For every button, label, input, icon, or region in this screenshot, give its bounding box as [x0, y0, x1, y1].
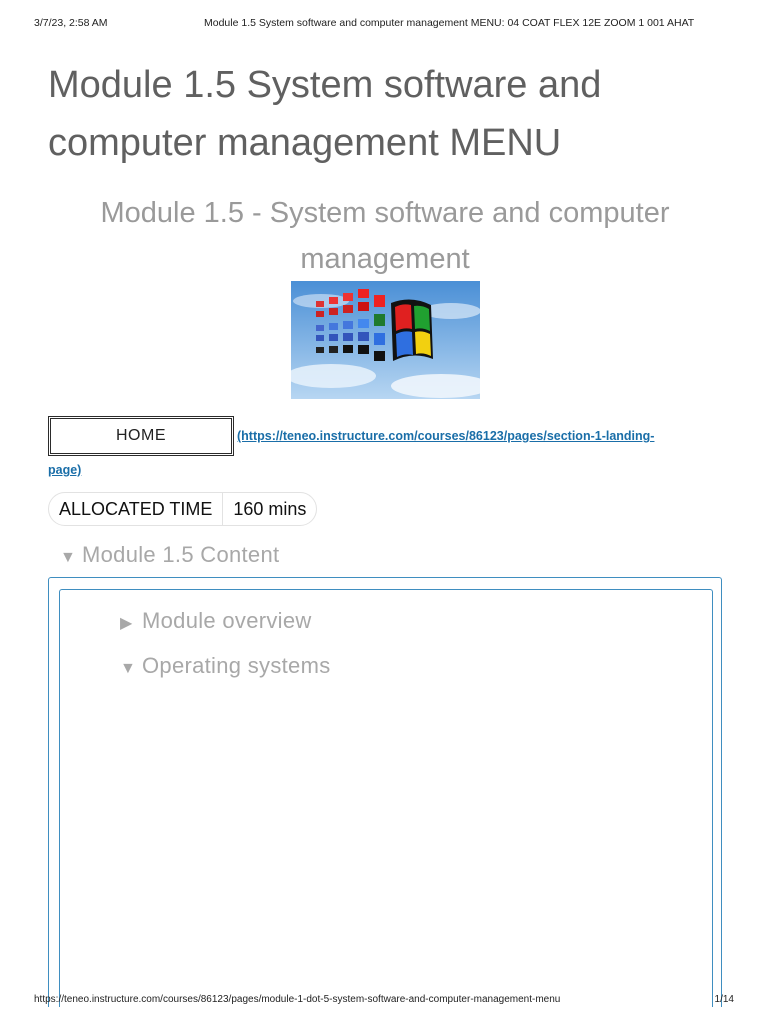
print-date: 3/7/23, 2:58 AM [34, 17, 108, 29]
page-title: Module 1.5 System software and computer … [48, 56, 728, 172]
module-subtitle: Module 1.5 - System software and compute… [60, 190, 710, 282]
home-url-link[interactable]: (https://teneo.instructure.com/courses/8… [237, 429, 655, 443]
module-content-label: Module 1.5 Content [82, 542, 280, 567]
triangle-down-icon: ▼ [60, 549, 77, 566]
operating-systems-label: Operating systems [142, 653, 331, 678]
module-overview-toggle[interactable]: ▶ Module overview [120, 608, 312, 634]
module-content-panel [48, 577, 722, 1007]
module-subtitle-line1: Module 1.5 - System software and compute… [100, 197, 670, 229]
home-url-link-continued[interactable]: page) [48, 463, 82, 477]
allocated-time-badge: ALLOCATED TIME 160 mins [48, 492, 318, 526]
module-overview-label: Module overview [142, 608, 312, 633]
triangle-right-icon: ▶ [120, 615, 133, 632]
allocated-time-value: 160 mins [233, 498, 307, 519]
triangle-down-icon: ▼ [120, 660, 137, 677]
allocated-time-label: ALLOCATED TIME [59, 493, 224, 525]
print-url: https://teneo.instructure.com/courses/86… [34, 994, 561, 1005]
print-page-number: 1/14 [714, 994, 734, 1005]
print-footer: https://teneo.instructure.com/courses/86… [34, 994, 734, 1008]
print-page-title: Module 1.5 System software and computer … [204, 17, 695, 29]
page-title-line1: Module 1.5 System software and [48, 64, 602, 106]
print-header: 3/7/23, 2:58 AM Module 1.5 System softwa… [34, 17, 734, 31]
operating-systems-toggle[interactable]: ▼ Operating systems [120, 653, 331, 679]
page-title-line2: computer management MENU [48, 122, 562, 164]
windows-logo-image [291, 281, 480, 399]
module-content-inner-panel [59, 589, 713, 1007]
module-subtitle-line2: management [300, 243, 470, 275]
module-content-toggle[interactable]: ▼ Module 1.5 Content [60, 542, 279, 568]
home-button[interactable]: HOME [48, 416, 234, 456]
